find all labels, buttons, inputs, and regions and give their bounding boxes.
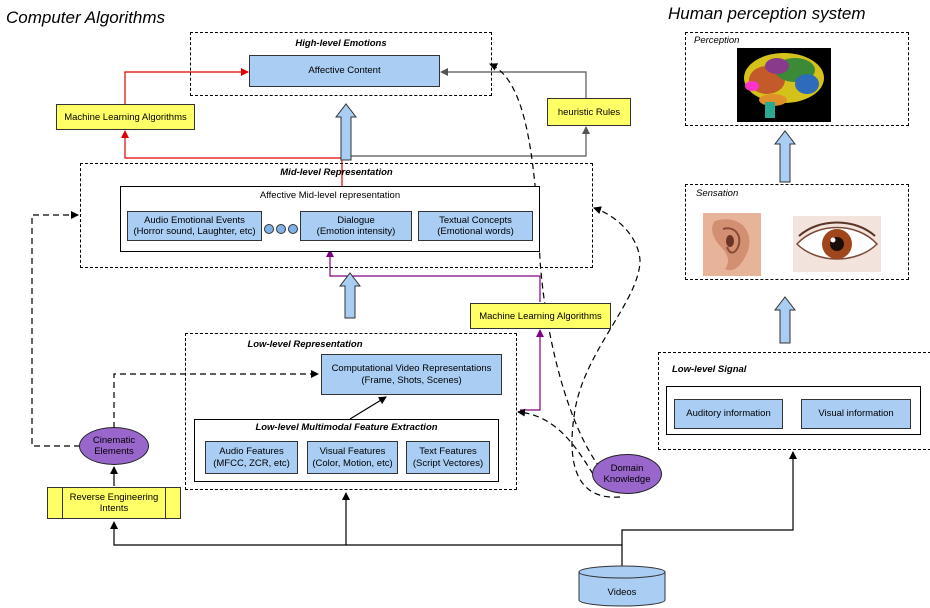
low-level-container xyxy=(185,333,517,490)
textual-concepts-detail: (Emotional words) xyxy=(437,226,514,237)
visual-features-detail: (Color, Motion, etc) xyxy=(312,457,393,469)
audio-features-box: Audio Features (MFCC, ZCR, etc) xyxy=(205,441,298,474)
domain-knowledge-ellipse: Domain Knowledge xyxy=(592,454,662,494)
dialogue-detail: (Emotion intensity) xyxy=(316,226,396,237)
gray-arrow-mid-to-heuristic xyxy=(345,126,590,157)
high-level-emotions-title: High-level Emotions xyxy=(295,38,387,49)
feature-extraction-title: Low-level Multimodal Feature Extraction xyxy=(255,422,438,433)
domain-label-1: Domain xyxy=(610,462,644,474)
red-arrow-ml-to-affective xyxy=(124,68,249,104)
mid-level-title: Mid-level Representation xyxy=(280,167,393,178)
computational-label: Computational Video Representations xyxy=(331,363,492,375)
big-arrow-signal-to-sensation xyxy=(773,296,797,344)
dialogue-box: Dialogue (Emotion intensity) xyxy=(300,211,412,241)
textual-concepts-box: Textual Concepts (Emotional words) xyxy=(418,211,533,241)
arrow-features-to-computational xyxy=(349,396,387,420)
red-arrow-mid-to-ml xyxy=(121,130,343,187)
mid-level-container xyxy=(80,163,593,268)
ear-icon xyxy=(703,213,761,276)
ellipsis-dot-3 xyxy=(288,224,298,234)
big-arrow-sensation-to-perception xyxy=(773,130,797,183)
ml-algorithms-mid-box: Machine Learning Algorithms xyxy=(470,303,611,329)
perception-container xyxy=(685,32,909,126)
reverse-engineering-box: Reverse Engineering Intents xyxy=(47,487,181,519)
arrow-videos-to-reverse xyxy=(110,521,623,571)
auditory-information-box: Auditory information xyxy=(674,399,783,429)
brain-icon xyxy=(737,48,831,122)
text-features-detail: (Script Vectores) xyxy=(412,457,484,469)
visual-features-box: Visual Features (Color, Motion, etc) xyxy=(307,441,398,474)
heading-human-perception: Human perception system xyxy=(668,4,866,23)
purple-arrow-low-to-ml xyxy=(520,329,544,411)
visual-features-label: Visual Features xyxy=(319,446,386,458)
gray-arrow-heuristic-to-affective xyxy=(440,68,587,98)
big-arrow-low-to-mid xyxy=(338,272,362,319)
big-arrow-mid-to-high xyxy=(334,103,358,161)
sensation-title: Sensation xyxy=(696,188,739,199)
dialogue-label: Dialogue xyxy=(337,214,375,226)
cinematic-label-2: Elements xyxy=(94,446,134,457)
ellipsis-dot-1 xyxy=(264,224,274,234)
dashed-domain-to-low xyxy=(517,408,594,475)
ml-algorithms-top-box: Machine Learning Algorithms xyxy=(56,104,195,130)
sensation-container xyxy=(685,184,909,280)
computational-detail: (Frame, Shots, Scenes) xyxy=(361,374,462,386)
audio-features-label: Audio Features xyxy=(219,446,284,458)
high-level-emotions-container xyxy=(190,32,492,96)
low-level-signal-container xyxy=(658,352,930,450)
affective-content-box: Affective Content xyxy=(249,55,440,87)
videos-cylinder-icon xyxy=(578,565,666,607)
perception-title: Perception xyxy=(694,35,740,46)
reverse-box-divider-right xyxy=(165,487,166,519)
dashed-cinematic-to-mid xyxy=(31,211,80,447)
audio-emotional-events-box: Audio Emotional Events (Horror sound, La… xyxy=(127,211,262,241)
low-level-title: Low-level Representation xyxy=(247,339,363,350)
audio-events-label: Audio Emotional Events xyxy=(144,214,245,226)
heading-computer-algorithms: Computer Algorithms xyxy=(6,8,166,27)
purple-arrow-ml-to-dialogue xyxy=(326,249,541,302)
reverse-label-2: Intents xyxy=(99,503,129,514)
audio-events-detail: (Horror sound, Laughter, etc) xyxy=(133,226,256,237)
reverse-label-1: Reverse Engineering xyxy=(69,491,159,503)
cinematic-label-1: Cinematic xyxy=(92,434,136,446)
affective-mid-level-title: Affective Mid-level representation xyxy=(259,190,401,201)
text-features-label: Text Features xyxy=(419,446,477,458)
visual-information-box: Visual information xyxy=(801,399,911,429)
videos-label: Videos xyxy=(607,587,637,598)
cinematic-elements-ellipse: Cinematic Elements xyxy=(79,427,149,465)
text-features-box: Text Features (Script Vectores) xyxy=(406,441,490,474)
reverse-box-divider-left xyxy=(62,487,63,519)
dashed-cinematic-to-computational xyxy=(113,370,319,428)
computational-video-box: Computational Video Representations (Fra… xyxy=(321,354,502,395)
eye-icon xyxy=(793,216,881,272)
heuristic-rules-box: heuristic Rules xyxy=(547,98,631,126)
audio-features-detail: (MFCC, ZCR, etc) xyxy=(213,457,290,469)
low-level-signal-title: Low-level Signal xyxy=(672,364,747,375)
ellipsis-dot-2 xyxy=(276,224,286,234)
arrow-videos-to-signal xyxy=(621,451,797,545)
textual-concepts-label: Textual Concepts xyxy=(439,214,512,226)
dashed-domain-to-high xyxy=(489,63,601,469)
domain-label-2: Knowledge xyxy=(603,474,651,485)
